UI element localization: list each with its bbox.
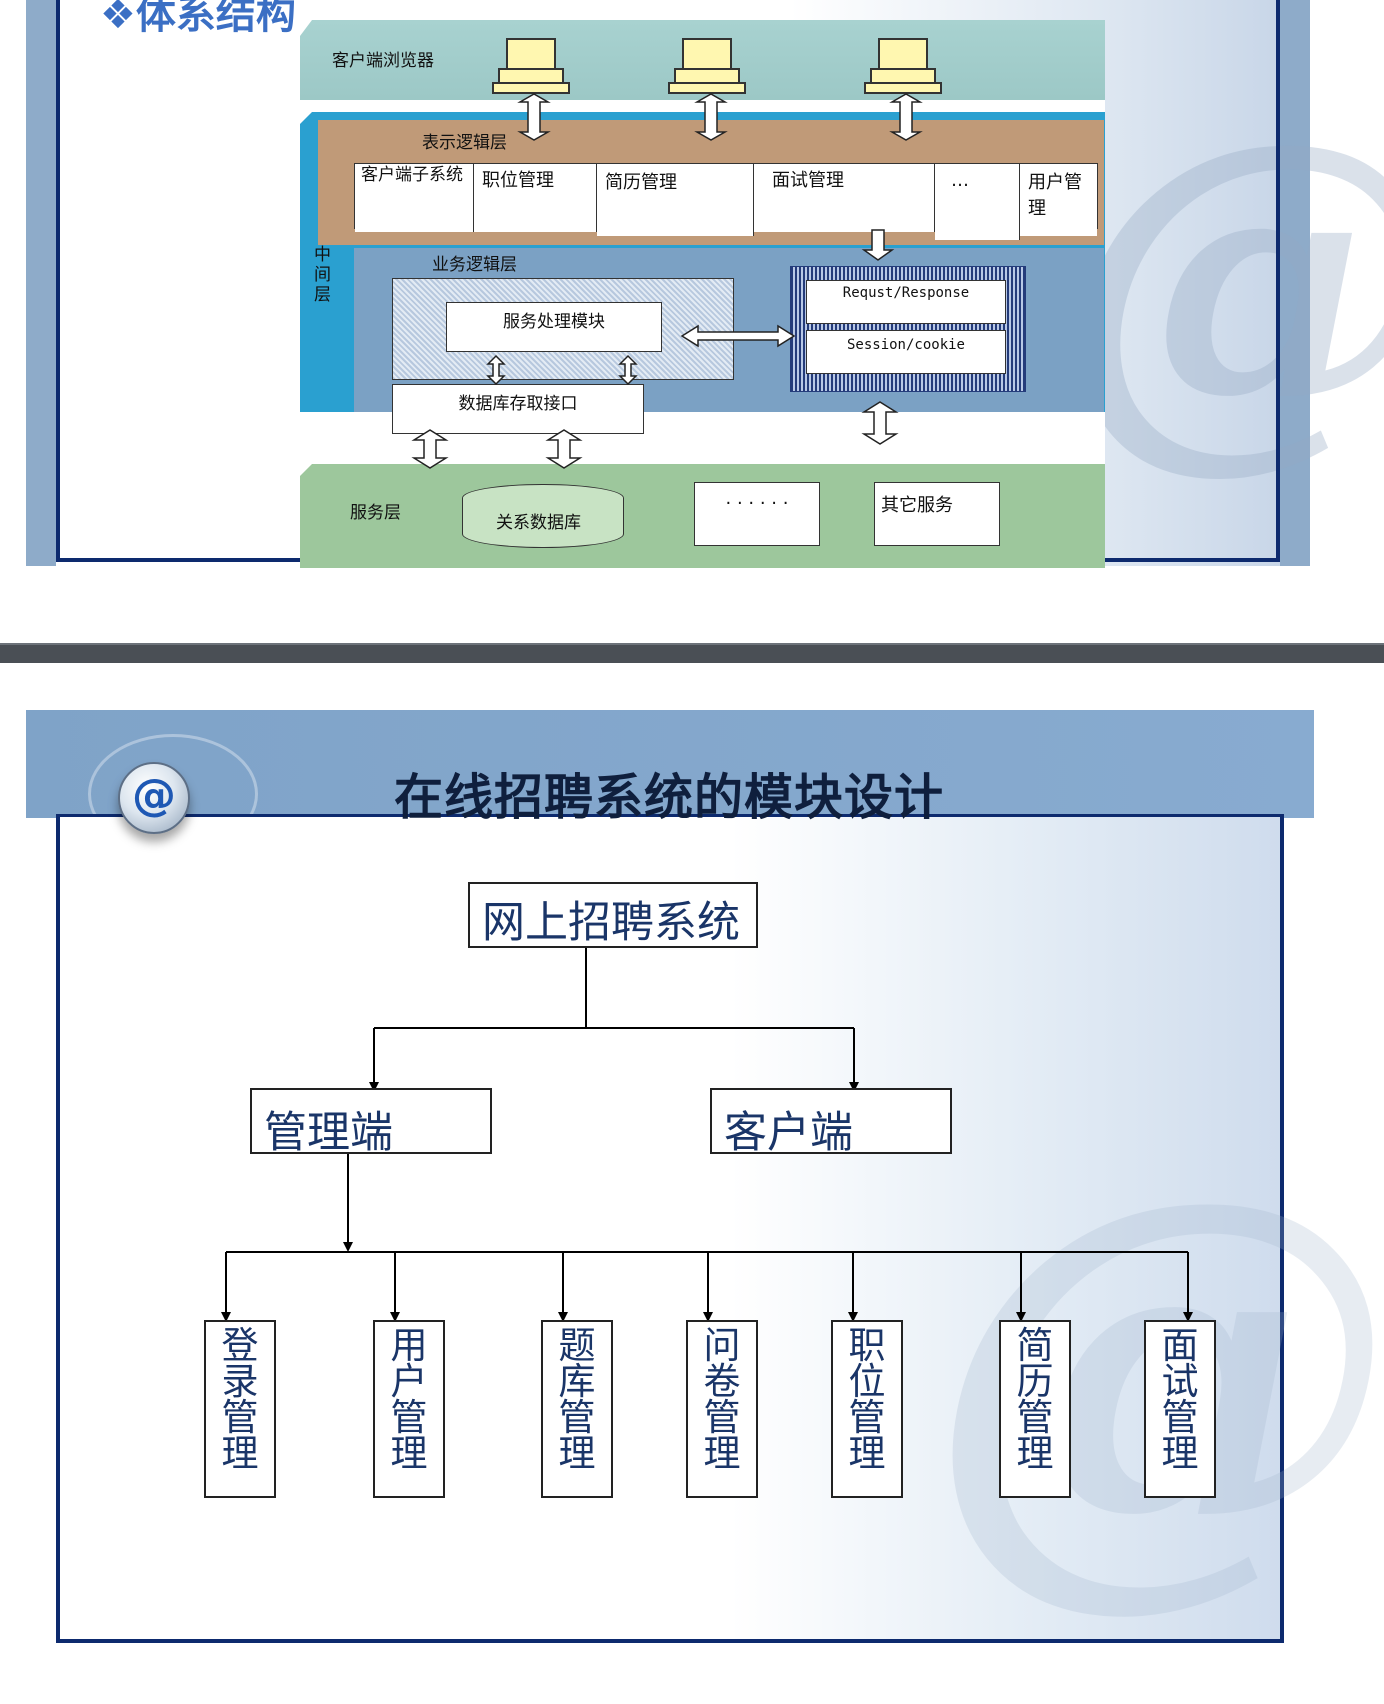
module-node-label: 用户管理: [390, 1324, 428, 1475]
double-arrow-icon: [861, 401, 899, 445]
module-node-label: 题库管理: [558, 1324, 596, 1475]
protocol-box: Session/cookie: [806, 330, 1006, 374]
arrow-head-icon: [848, 1312, 858, 1322]
arrow-head-icon: [703, 1312, 713, 1322]
double-arrow-icon: [680, 324, 796, 348]
arrow-head-icon: [221, 1312, 231, 1322]
double-arrow-icon: [545, 429, 583, 469]
module-node-label: 登录管理: [221, 1324, 259, 1475]
other-service-box: 其它服务: [874, 482, 1000, 546]
branch-node-client: 客户端: [710, 1088, 952, 1158]
branch-node-admin: 管理端: [250, 1088, 492, 1158]
arrow-head-icon: [1183, 1312, 1193, 1322]
double-arrow-icon: [889, 93, 923, 141]
double-arrow-icon: [694, 93, 728, 141]
branch-node-label: 客户端: [724, 1108, 853, 1158]
module-node: 用户管理: [373, 1320, 445, 1498]
presentation-module: 用户管理: [1020, 164, 1097, 236]
arrow-head-icon: [849, 1082, 859, 1092]
business-logic-label: 业务逻辑层: [432, 255, 517, 275]
architecture-slide: @ ❖体系结构 客户端浏览器 中间层 表示逻辑层 客户端子系统 职位管理 简历管…: [0, 0, 1384, 640]
module-node: 问卷管理: [686, 1320, 758, 1498]
module-node: 简历管理: [999, 1320, 1071, 1498]
module-node: 题库管理: [541, 1320, 613, 1498]
slide1-right-band: [1280, 0, 1310, 566]
module-node: 职位管理: [831, 1320, 903, 1498]
presentation-module-row: 客户端子系统 职位管理 简历管理 面试管理 … 用户管理: [354, 163, 1098, 240]
protocol-box: Requst/Response: [806, 280, 1006, 324]
architecture-arrows: [411, 93, 923, 469]
double-arrow-icon: [618, 354, 638, 386]
presentation-module: 简历管理: [597, 164, 754, 236]
relational-database-cylinder: [462, 484, 624, 548]
presentation-module: 客户端子系统: [355, 164, 474, 232]
arrow-head-icon: [558, 1312, 568, 1322]
arrow-head-icon: [343, 1242, 353, 1252]
at-logo-badge: @: [118, 762, 190, 834]
data-access-interface: 数据库存取接口: [392, 384, 644, 434]
module-design-slide: @ @ 在线招聘系统的模块设计: [26, 710, 1384, 1643]
relational-database-label: 关系数据库: [496, 513, 581, 533]
service-processing-module: 服务处理模块: [446, 302, 662, 352]
module-node-label: 问卷管理: [703, 1324, 741, 1475]
module-node-label: 面试管理: [1161, 1324, 1199, 1475]
double-arrow-icon: [517, 93, 551, 141]
slide2-title: 在线招聘系统的模块设计: [394, 769, 945, 826]
slide1-left-band: [26, 0, 56, 566]
service-layer-label: 服务层: [350, 503, 401, 523]
arrow-head-icon: [390, 1312, 400, 1322]
middle-layer-label: 中间层: [314, 245, 331, 305]
module-node-label: 简历管理: [1016, 1324, 1054, 1475]
double-arrow-icon: [411, 429, 449, 469]
at-icon: @: [132, 770, 176, 821]
architecture-diagram: 客户端浏览器 中间层 表示逻辑层 客户端子系统 职位管理 简历管理 面试管理 ……: [300, 20, 1105, 568]
root-node: 网上招聘系统: [468, 882, 758, 948]
presentation-logic-label: 表示逻辑层: [422, 133, 507, 153]
client-browser-label: 客户端浏览器: [332, 51, 434, 71]
arrow-head-icon: [369, 1082, 379, 1092]
presentation-module: …: [935, 164, 1020, 240]
branch-node-label: 管理端: [264, 1108, 393, 1158]
module-tree-connectors: [221, 946, 1193, 1322]
root-node-label: 网上招聘系统: [482, 898, 740, 948]
module-node: 登录管理: [204, 1320, 276, 1498]
down-arrow-icon: [861, 229, 895, 261]
presentation-module: 面试管理: [754, 164, 935, 232]
slide-divider: [0, 643, 1384, 663]
watermark-at-icon: @: [1060, 80, 1384, 480]
double-arrow-icon: [486, 354, 506, 386]
ellipsis-service-box: · · · · · ·: [694, 482, 820, 546]
module-node-label: 职位管理: [848, 1324, 886, 1475]
slide1-heading: ❖体系结构: [100, 0, 296, 38]
arrow-head-icon: [1016, 1312, 1026, 1322]
presentation-module: 职位管理: [474, 164, 597, 232]
module-node: 面试管理: [1144, 1320, 1216, 1498]
slide2-frame: [56, 814, 1284, 1643]
